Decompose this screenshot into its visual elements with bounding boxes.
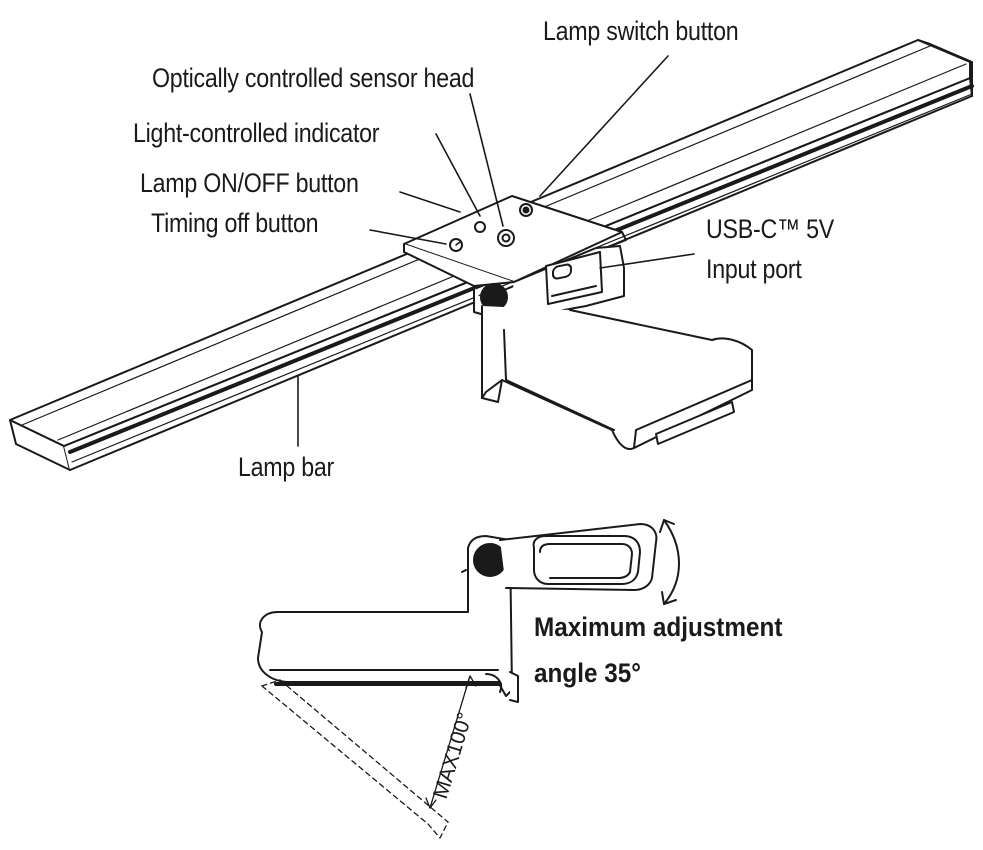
lamp-switch-label: Lamp switch button xyxy=(543,16,739,46)
usb-label-line1: USB-C™ 5V xyxy=(706,214,835,244)
clamp-head-shape xyxy=(403,195,753,450)
timing-off-label: Timing off button xyxy=(151,208,319,238)
usb-label-line2: Input port xyxy=(706,254,802,284)
on-off-label: Lamp ON/OFF button xyxy=(140,168,359,198)
max-adjustment-line1: Maximum adjustment xyxy=(534,612,783,642)
light-indicator-label: Light-controlled indicator xyxy=(133,118,380,148)
max-adjustment-line2: angle 35° xyxy=(534,658,641,688)
sensor-head-label: Optically controlled sensor head xyxy=(152,63,475,93)
leader-lines xyxy=(297,55,695,447)
lamp-bar-label: Lamp bar xyxy=(238,452,335,482)
side-view-shape xyxy=(257,519,680,839)
max-angle-dashed xyxy=(261,679,449,839)
